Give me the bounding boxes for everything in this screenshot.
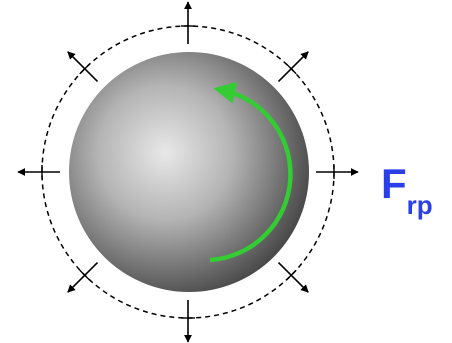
sphere	[69, 52, 309, 292]
force-label: Frp	[381, 160, 433, 220]
force-label-main: F	[381, 160, 407, 207]
force-arrow	[279, 263, 309, 293]
force-arrow	[68, 263, 98, 293]
force-label-subscript: rp	[407, 190, 433, 220]
force-arrow	[68, 52, 98, 82]
force-arrow	[279, 52, 309, 82]
